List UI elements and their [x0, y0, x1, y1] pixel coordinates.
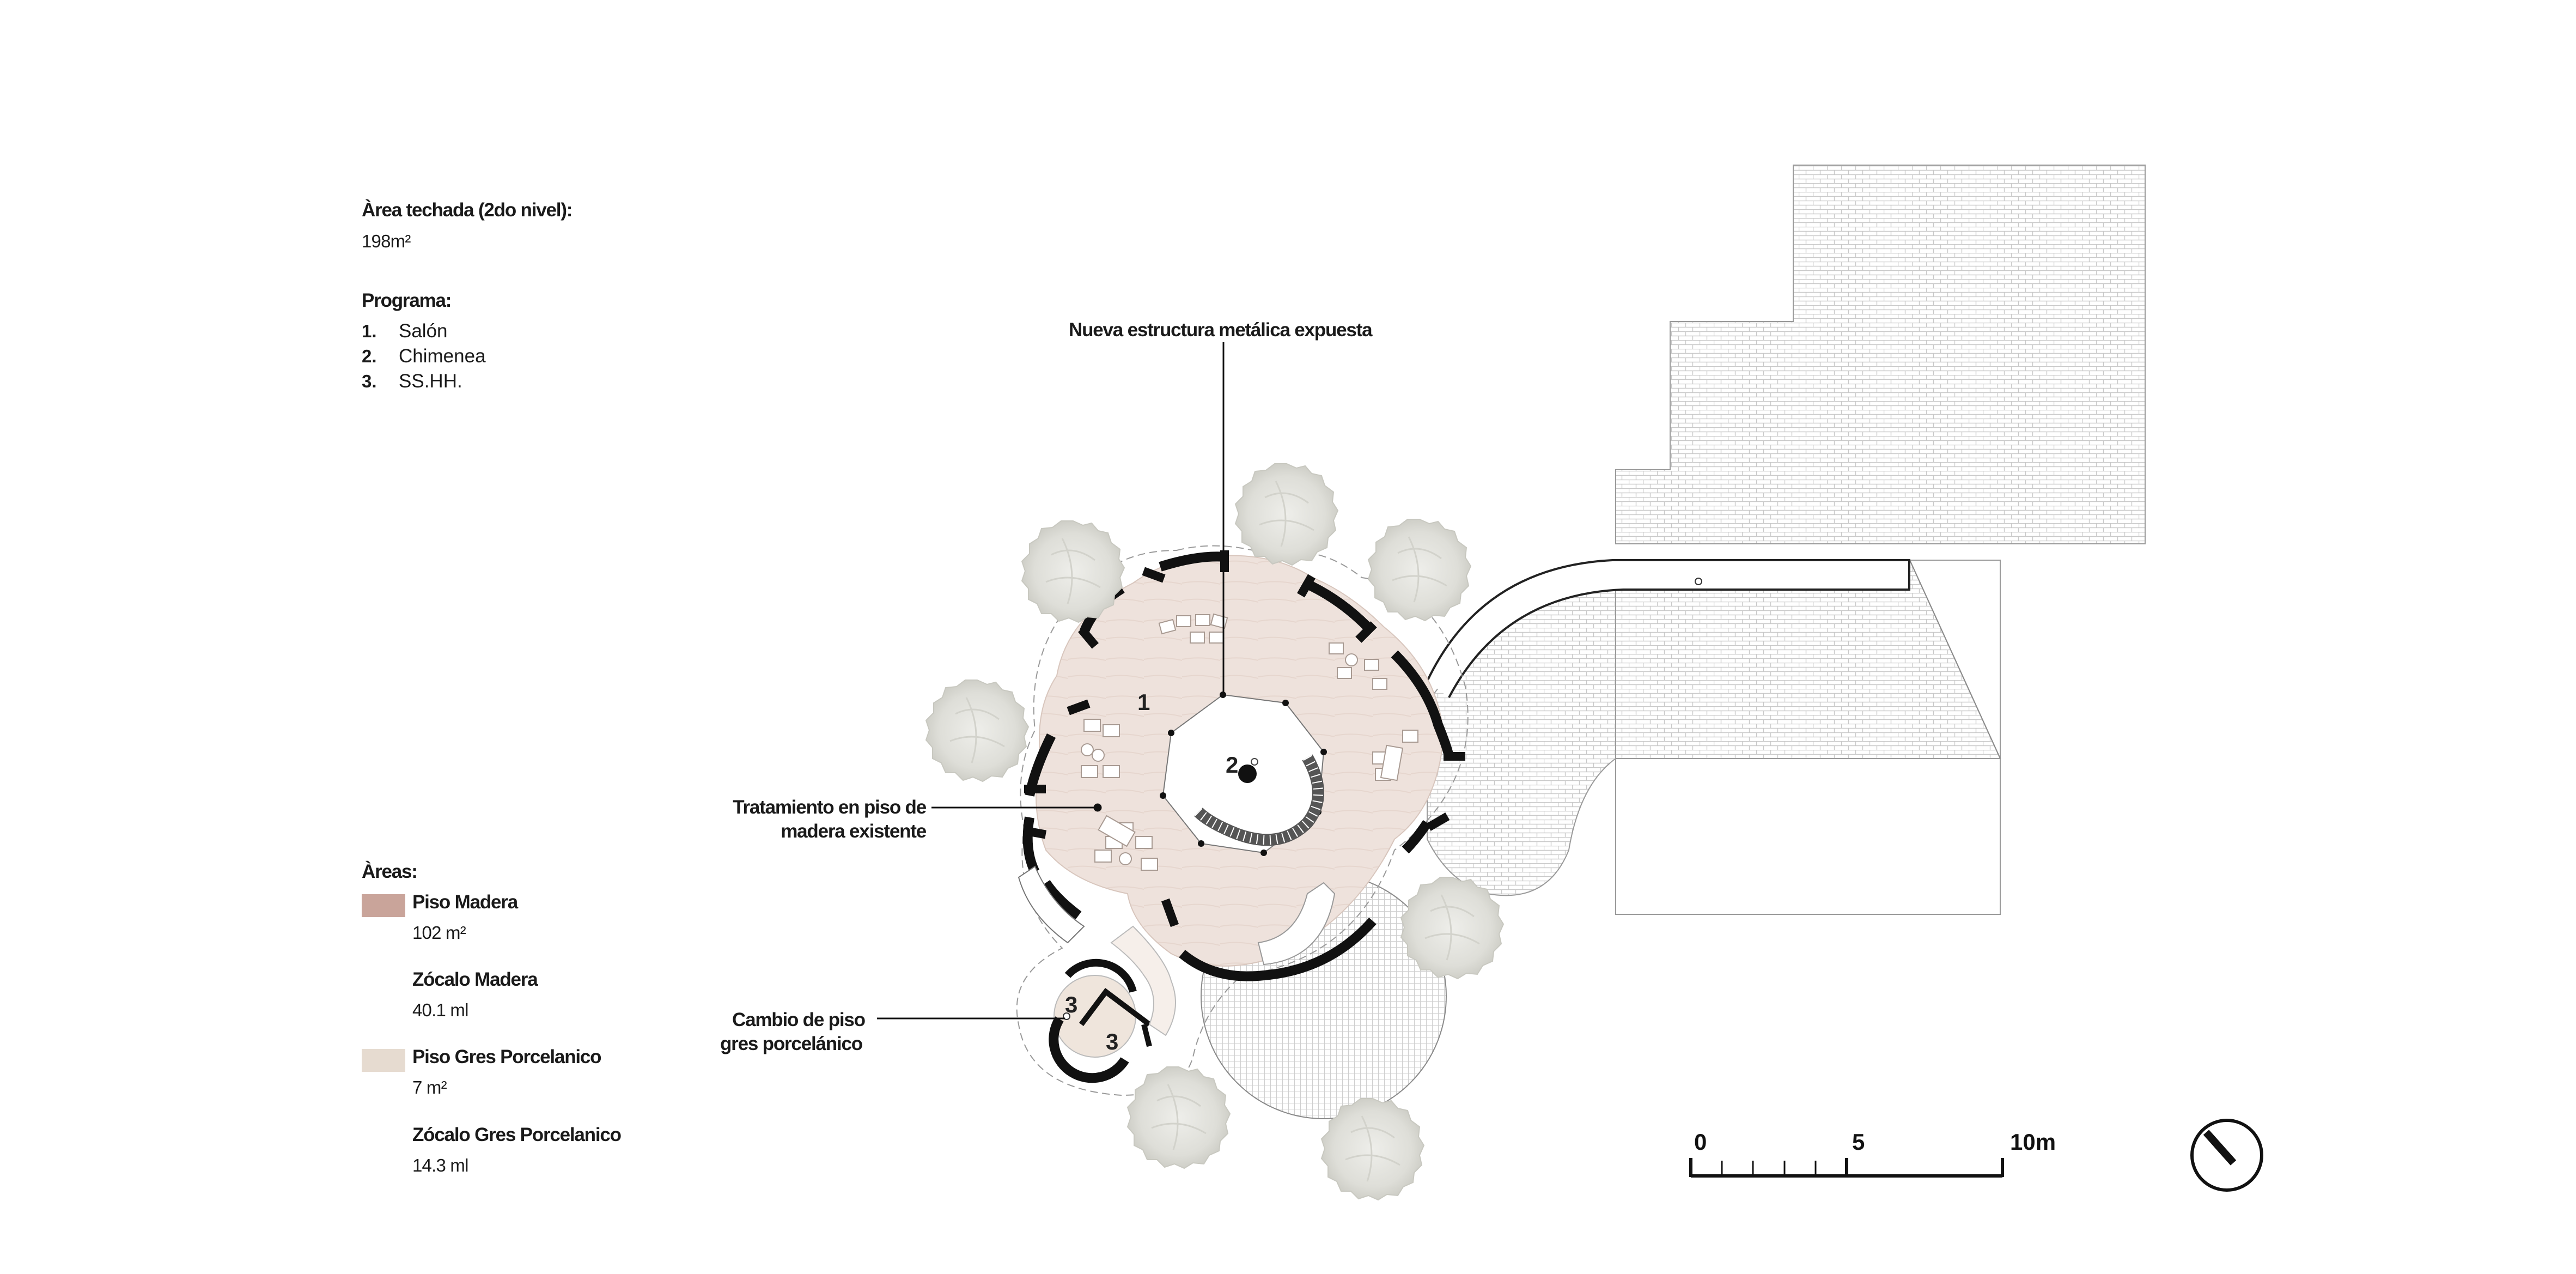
callout-porcelain-line2: gres porcelánico	[720, 1033, 863, 1054]
north-arrow-icon	[2190, 1119, 2263, 1192]
program-title: Programa:	[362, 290, 452, 311]
program-item: 2. Chimenea	[362, 344, 486, 369]
callout-leaders	[877, 342, 1225, 1020]
program-item: 3. SS.HH.	[362, 369, 486, 394]
program-item-label: Salón	[399, 320, 448, 342]
program-item-number: 3.	[362, 371, 377, 391]
neighbor-building-lower	[1615, 560, 2001, 915]
room-label-salon: 1	[1137, 689, 1150, 715]
callout-wood-floor-line2: madera existente	[781, 821, 927, 842]
room-label-fireplace: 2	[1226, 752, 1238, 778]
curved-bench	[1257, 882, 1336, 966]
areas-title: Àreas:	[362, 861, 418, 882]
program-item-number: 2.	[362, 346, 377, 366]
area-value: 102 m²	[412, 923, 466, 943]
callout-porcelain-line1: Cambio de piso	[732, 1009, 866, 1030]
area-name: Zócalo Gres Porcelanico	[412, 1124, 622, 1145]
area-name: Piso Madera	[412, 891, 518, 913]
neighbor-building	[1615, 165, 2146, 544]
area-name: Piso Gres Porcelanico	[412, 1046, 602, 1067]
wood-floor-swatch	[362, 894, 405, 917]
callout-porcelain: Cambio de piso gres porcelánico	[720, 1008, 866, 1056]
program-item-label: SS.HH.	[399, 371, 462, 392]
callout-wood-floor: Tratamiento en piso de madera existente	[719, 796, 927, 844]
program-item: 1. Salón	[362, 319, 486, 344]
callout-structure: Nueva estructura metálica expuesta	[1069, 319, 1373, 341]
roofed-area-value: 198m²	[362, 231, 411, 251]
stair-left	[1018, 865, 1085, 944]
program-item-number: 1.	[362, 321, 377, 341]
scale-bar: 0 5 10m	[1689, 1129, 2056, 1178]
room-label-bath: 3	[1065, 992, 1077, 1017]
scale-tick-label: 0	[1694, 1129, 1707, 1155]
area-value: 14.3 ml	[412, 1155, 468, 1175]
porcelain-floor-swatch	[362, 1049, 405, 1072]
wall-buttresses	[1023, 550, 1465, 927]
fireplace-icon	[1238, 765, 1257, 783]
scale-tick-label: 5	[1852, 1129, 1865, 1155]
callout-wood-floor-line1: Tratamiento en piso de	[733, 797, 927, 818]
area-name: Zócalo Madera	[412, 969, 538, 990]
area-value: 40.1 ml	[412, 1000, 468, 1020]
program-item-label: Chimenea	[399, 345, 486, 367]
program-list: 1. Salón 2. Chimenea 3. SS.HH.	[362, 319, 486, 394]
spiral-stair	[1194, 754, 1324, 846]
area-value: 7 m²	[412, 1077, 447, 1097]
bathroom-wall	[1049, 1016, 1129, 1083]
room-label-bath: 3	[1106, 1029, 1118, 1054]
roofed-area-label: Àrea techada (2do nivel):	[362, 199, 573, 221]
scale-tick-label: 10m	[2010, 1129, 2056, 1155]
